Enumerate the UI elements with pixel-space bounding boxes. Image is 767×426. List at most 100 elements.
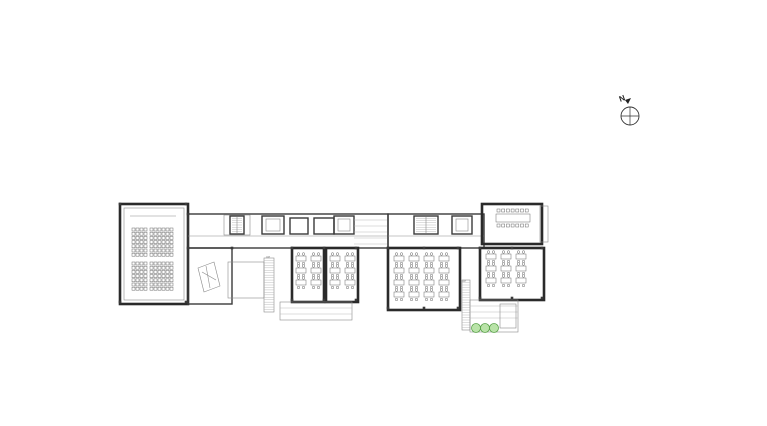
seat (157, 248, 162, 253)
seat (157, 252, 162, 257)
seat (143, 236, 148, 240)
desk (295, 255, 307, 262)
seat (139, 282, 144, 287)
column (510, 246, 514, 250)
seat (143, 282, 148, 287)
seat (161, 274, 166, 278)
column (118, 300, 122, 304)
seat (131, 270, 136, 274)
east-corridor (387, 213, 485, 249)
desk (485, 253, 497, 260)
column (290, 298, 294, 302)
seat (149, 274, 154, 278)
seat (157, 261, 162, 266)
seat (143, 240, 148, 244)
desk (500, 277, 512, 284)
desk (500, 265, 512, 272)
tree (480, 323, 490, 333)
seat (169, 240, 174, 244)
seat (135, 274, 140, 278)
seat (165, 274, 170, 278)
seat (161, 278, 166, 283)
seat (165, 227, 170, 232)
seat (153, 274, 158, 278)
seat (143, 274, 148, 278)
seat (143, 286, 148, 291)
seat (143, 227, 148, 232)
seat (149, 265, 154, 270)
desk (393, 291, 405, 298)
seat (139, 252, 144, 257)
seat (161, 265, 166, 270)
seat (149, 270, 154, 274)
seat (153, 236, 158, 240)
seat (131, 248, 136, 253)
column (510, 296, 514, 300)
seat (157, 282, 162, 287)
exterior-stair-1 (263, 257, 275, 313)
desk (344, 279, 356, 286)
seat (135, 240, 140, 244)
seat (135, 270, 140, 274)
desk (310, 279, 322, 286)
desk (329, 267, 341, 274)
seat (165, 278, 170, 283)
seat (135, 278, 140, 283)
stair-b-label: UP (462, 279, 466, 283)
stair-core-2 (413, 215, 439, 235)
seat (143, 244, 148, 249)
seat (149, 282, 154, 287)
column (540, 246, 544, 250)
desk (310, 267, 322, 274)
desk (408, 291, 420, 298)
seat (169, 244, 174, 249)
seat (139, 240, 144, 244)
desk (295, 267, 307, 274)
seat (153, 282, 158, 287)
desk (408, 255, 420, 262)
seat (161, 261, 166, 266)
seat (153, 227, 158, 232)
seat (135, 261, 140, 266)
seat (169, 265, 174, 270)
seat (149, 240, 154, 244)
seat (169, 227, 174, 232)
seat (143, 252, 148, 257)
desk (485, 277, 497, 284)
seat (143, 270, 148, 274)
seat (161, 240, 166, 244)
tree (471, 323, 481, 333)
seat (169, 248, 174, 253)
seat (149, 244, 154, 249)
desk (393, 255, 405, 262)
seat (165, 286, 170, 291)
seat (149, 231, 154, 236)
seat (161, 227, 166, 232)
desk (515, 277, 527, 284)
desk (295, 279, 307, 286)
seat (169, 282, 174, 287)
seat (157, 274, 162, 278)
seat (153, 240, 158, 244)
desk (438, 291, 450, 298)
seat (153, 261, 158, 266)
seat (169, 286, 174, 291)
seat (165, 252, 170, 257)
seat (139, 265, 144, 270)
desk (329, 279, 341, 286)
north-letter: N (618, 93, 627, 104)
classroom-1 (290, 246, 326, 304)
seat (135, 231, 140, 236)
desk (423, 267, 435, 274)
desk (393, 279, 405, 286)
seat (157, 240, 162, 244)
seat (135, 236, 140, 240)
seat (165, 282, 170, 287)
structural-columns (118, 202, 544, 310)
seat (149, 227, 154, 232)
seat (153, 248, 158, 253)
seat (165, 248, 170, 253)
seat (143, 248, 148, 253)
column (386, 306, 390, 310)
seat (157, 236, 162, 240)
